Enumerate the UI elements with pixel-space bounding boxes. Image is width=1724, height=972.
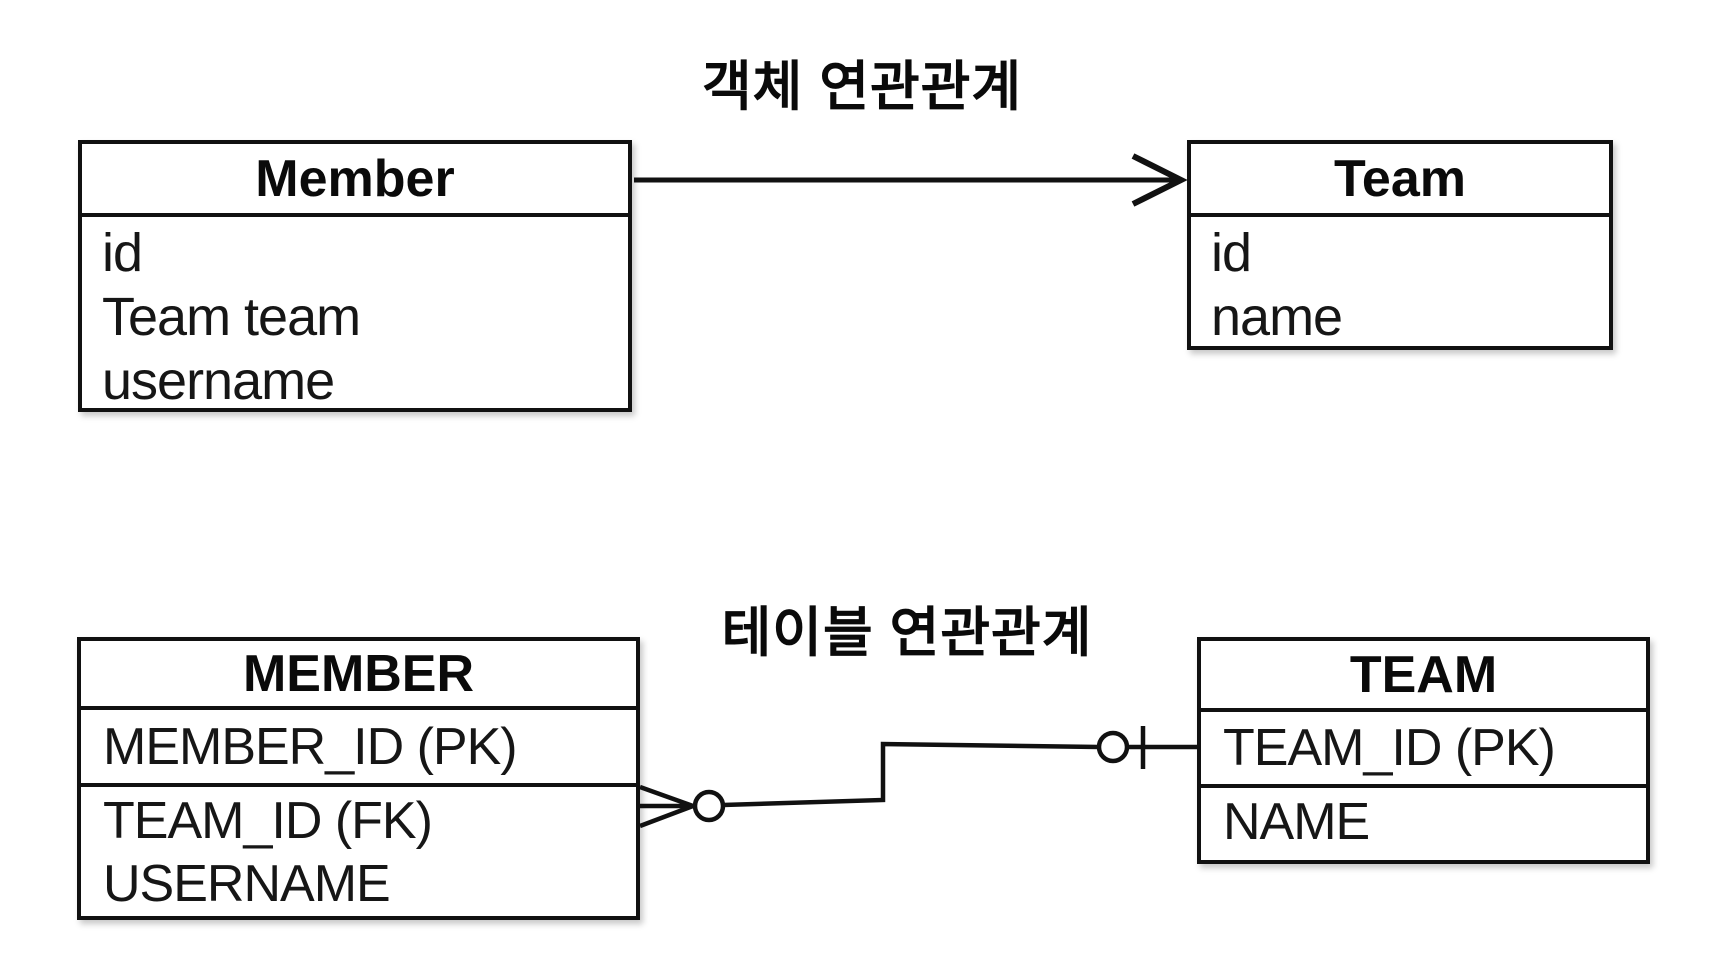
member-field-username: username [102,351,335,411]
team-table-box: TEAM TEAM_ID (PK) NAME [1197,637,1650,864]
member-table-pk: MEMBER_ID (PK) [81,710,636,787]
member-table-title: MEMBER [81,641,636,710]
connector-line [722,741,1100,808]
member-table-fields: TEAM_ID (FK) USERNAME [81,787,636,916]
crows-foot-icon [639,784,694,829]
team-class-fields: id name [1191,217,1609,349]
team-field-id: id [1211,223,1252,283]
member-class-box: Member id Team team username [78,140,632,412]
team-table-name: NAME [1223,793,1370,851]
association-arrow [634,153,1188,207]
member-field-team: Team team [102,287,361,347]
one-side-circle-icon [1096,730,1130,764]
member-class-title: Member [82,144,628,217]
team-table-title: TEAM [1201,641,1646,712]
member-table-fk: TEAM_ID (FK) [103,792,433,850]
team-class-title: Team [1191,144,1609,217]
team-table-fields: NAME [1201,788,1646,854]
many-side-circle-icon [692,789,726,823]
team-table-pk: TEAM_ID (PK) [1201,712,1646,788]
team-field-name: name [1211,287,1343,347]
member-field-id: id [102,223,143,283]
member-table-username: USERNAME [103,855,391,913]
table-diagram-title: 테이블 연관관계 [721,603,1093,663]
table-relation-connector [639,726,1197,829]
member-class-fields: id Team team username [82,217,628,413]
team-class-box: Team id name [1187,140,1613,350]
arrowhead-icon [1131,153,1188,207]
object-diagram-title: 객체 연관관계 [701,57,1023,117]
member-table-box: MEMBER MEMBER_ID (PK) TEAM_ID (FK) USERN… [77,637,640,920]
